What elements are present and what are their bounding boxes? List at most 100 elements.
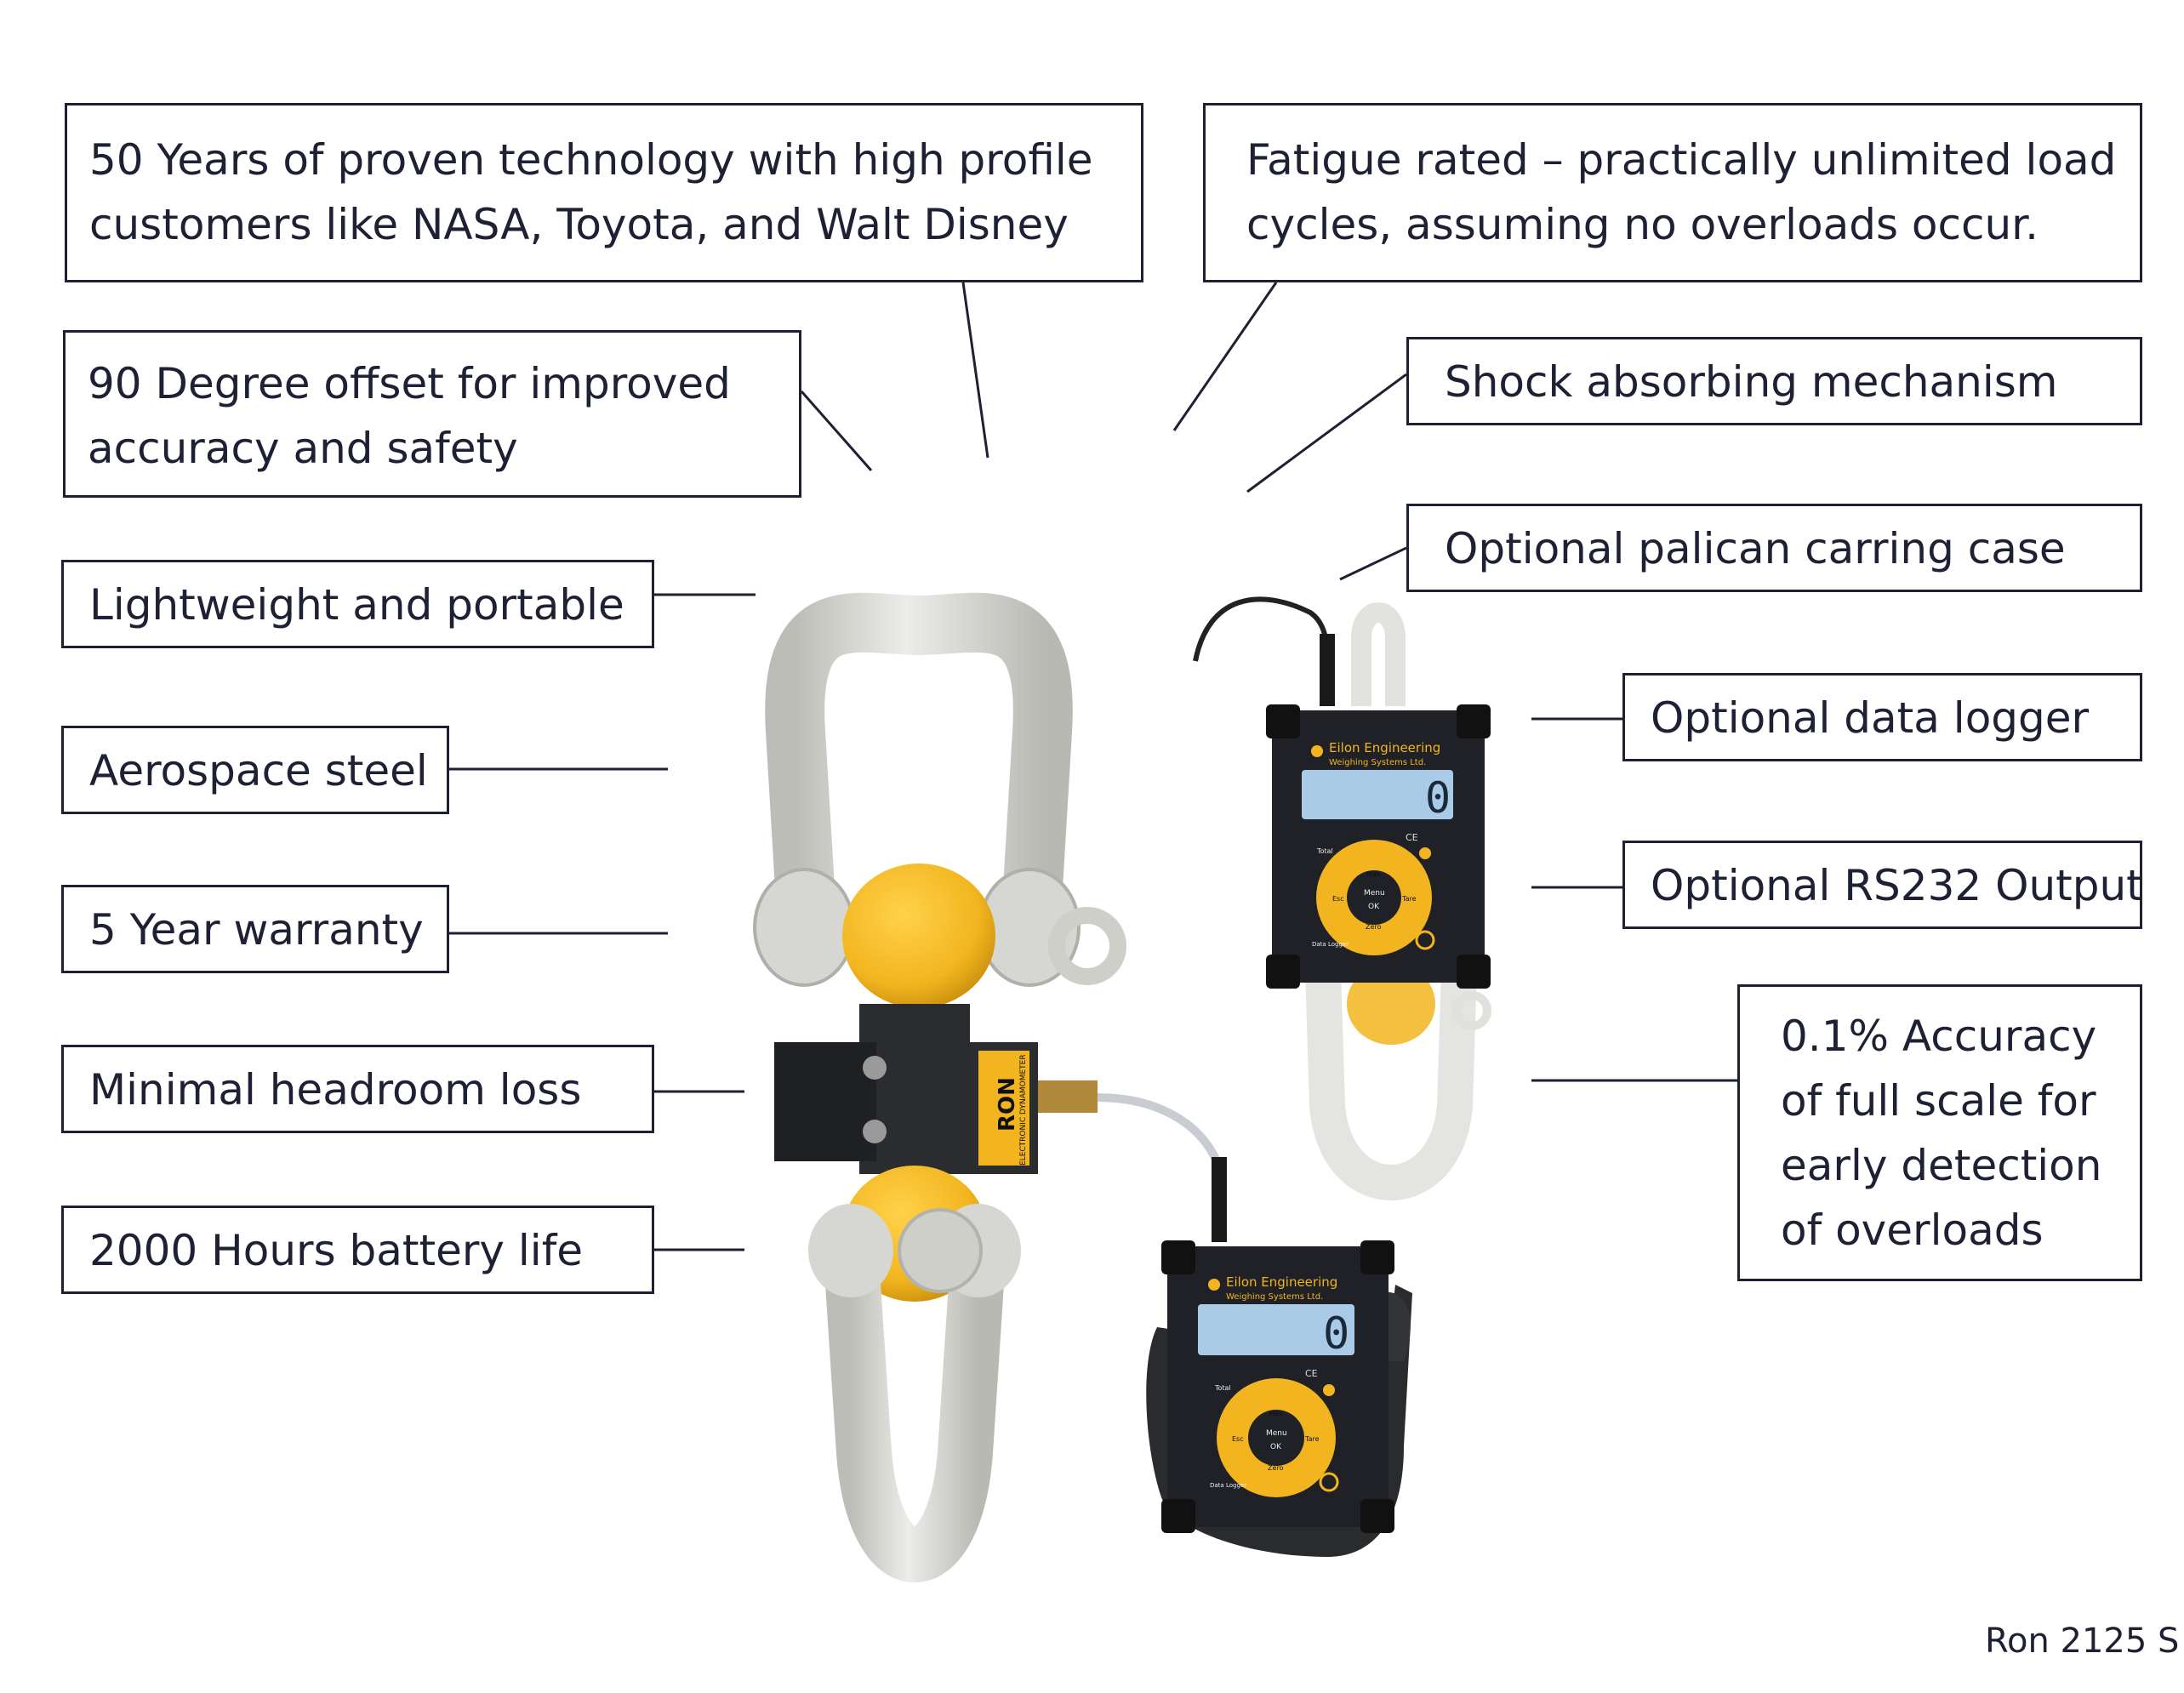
lower-lcd xyxy=(1198,1304,1354,1355)
clamp-screw-1 xyxy=(863,1056,887,1080)
callout-offset-line-1: 90 Degree offset for improved xyxy=(88,359,731,408)
callout-logger: Optional data logger xyxy=(1622,673,2142,761)
upper-handheld-bumper-tr xyxy=(1457,704,1491,738)
lower-lcd-value: 0 xyxy=(1323,1308,1349,1360)
callout-heritage-line-1: 50 Years of proven technology with high … xyxy=(89,135,1093,185)
upper-handheld-bumper-tl xyxy=(1266,704,1300,738)
lower-key-zero: Zero xyxy=(1268,1464,1284,1472)
callout-lightweight-text: Lightweight and portable xyxy=(89,580,624,630)
lower-keypad-center xyxy=(1248,1410,1304,1466)
callout-headroom: Minimal headroom loss xyxy=(61,1045,654,1133)
lower-ce-mark: CE xyxy=(1305,1368,1318,1379)
lower-brand-logo-icon xyxy=(1208,1279,1220,1291)
upper-power-icon xyxy=(1415,930,1435,950)
load-cell-body xyxy=(859,1004,970,1174)
upper-ce-mark: CE xyxy=(1406,832,1418,843)
upper-keypad-center xyxy=(1347,870,1401,925)
lower-key-ok: OK xyxy=(1270,1443,1282,1451)
upper-key-data-logger: Data Logger xyxy=(1312,941,1349,948)
lower-brand-line-1: Eilon Engineering xyxy=(1226,1274,1337,1290)
upper-key-menu: Menu xyxy=(1364,889,1385,898)
callout-accuracy-line-1: 0.1% Accuracy xyxy=(1781,1012,2097,1061)
leader-shock xyxy=(1246,373,1407,493)
upper-key-esc: Esc xyxy=(1332,895,1344,903)
upper-backlight-icon xyxy=(1419,847,1431,859)
callout-headroom-text: Minimal headroom loss xyxy=(89,1065,582,1114)
lower-backlight-icon xyxy=(1323,1384,1335,1396)
callout-logger-text: Optional data logger xyxy=(1651,693,2090,743)
lower-power-icon xyxy=(1319,1472,1339,1492)
cable-to-handheld xyxy=(1097,1093,1221,1164)
lower-key-tare: Tare xyxy=(1304,1435,1320,1443)
upper-key-total: Total xyxy=(1316,847,1333,855)
lower-brand-line-2: Weighing Systems Ltd. xyxy=(1226,1292,1323,1302)
callout-rs232-text: Optional RS232 Output xyxy=(1651,861,2143,910)
upper-key-zero: Zero xyxy=(1366,923,1382,931)
upper-key-tare: Tare xyxy=(1401,895,1417,903)
callout-offset: 90 Degree offset for improved accuracy a… xyxy=(63,330,801,498)
callout-fatigue-line-1: Fatigue rated – practically unlimited lo… xyxy=(1246,135,2117,185)
leader-offset xyxy=(800,390,873,471)
lower-handheld-bumper-tr xyxy=(1360,1240,1394,1274)
lower-key-menu: Menu xyxy=(1266,1429,1287,1438)
upper-brand-line-2: Weighing Systems Ltd. xyxy=(1329,758,1426,767)
lower-handheld-bumper-tl xyxy=(1161,1240,1195,1274)
dyno-sub-label: ELECTRONIC DYNAMOMETER xyxy=(1019,1054,1028,1166)
callout-fatigue: Fatigue rated – practically unlimited lo… xyxy=(1203,103,2142,282)
lower-key-data-logger: Data Logger xyxy=(1210,1482,1246,1489)
callout-steel: Aerospace steel xyxy=(61,726,449,814)
upper-key-max: Max xyxy=(1366,870,1381,878)
upper-lcd xyxy=(1302,770,1453,819)
handheld-readout-upper: Eilon Engineering Weighing Systems Ltd. … xyxy=(1266,704,1491,989)
lower-key-esc: Esc xyxy=(1232,1435,1244,1443)
callout-battery-text: 2000 Hours battery life xyxy=(89,1226,584,1275)
upper-yellow-ball xyxy=(842,864,995,1008)
rear-shackle-top xyxy=(1351,602,1406,706)
callout-case-text: Optional palican carring case xyxy=(1445,524,2066,573)
lower-cable-boot xyxy=(1212,1157,1227,1242)
connector xyxy=(1038,1080,1098,1113)
callout-lightweight: Lightweight and portable xyxy=(61,560,654,648)
model-label: Ron 2125 S xyxy=(1985,1622,2180,1661)
lower-key-total: Total xyxy=(1214,1384,1231,1392)
callout-warranty: 5 Year warranty xyxy=(61,885,449,973)
leader-fatigue xyxy=(1172,282,1278,431)
callout-accuracy-line-4: of overloads xyxy=(1781,1206,2044,1255)
lower-key-max: Max xyxy=(1269,1410,1283,1417)
lower-handheld-bumper-bl xyxy=(1161,1499,1195,1533)
callout-offset-line-2: accuracy and safety xyxy=(88,424,518,473)
rear-yellow-ball xyxy=(1347,963,1435,1045)
upper-handheld-bumper-br xyxy=(1457,955,1491,989)
callout-battery: 2000 Hours battery life xyxy=(61,1206,654,1294)
callout-heritage: 50 Years of proven technology with high … xyxy=(65,103,1143,282)
load-cell-label xyxy=(978,1051,1029,1166)
callout-shock-text: Shock absorbing mechanism xyxy=(1445,357,2058,407)
leader-heritage xyxy=(961,282,989,459)
rear-unit-cable-boot xyxy=(1320,634,1335,706)
leader-case xyxy=(1339,546,1407,581)
handheld-readout-lower: Eilon Engineering Weighing Systems Ltd. … xyxy=(1146,1157,1412,1557)
dyno-label: RON xyxy=(995,1077,1020,1132)
upper-handheld-bumper-bl xyxy=(1266,955,1300,989)
callout-accuracy-line-2: of full scale for xyxy=(1781,1076,2096,1126)
upper-lcd-value: 0 xyxy=(1425,773,1451,823)
lower-shackle-pin-head xyxy=(898,1208,983,1293)
clamp-screw-2 xyxy=(863,1120,887,1143)
callout-heritage-line-2: customers like NASA, Toyota, and Walt Di… xyxy=(89,200,1069,249)
upper-shackle-pin-eye xyxy=(1048,907,1126,985)
upper-shackle xyxy=(765,592,1073,974)
callout-warranty-text: 5 Year warranty xyxy=(89,905,424,955)
lower-shackle xyxy=(823,1223,1006,1582)
leader-lines xyxy=(449,282,1737,1251)
rear-unit-cable xyxy=(1193,596,1330,662)
load-cell-clamp xyxy=(774,1042,876,1161)
upper-key-ok: OK xyxy=(1368,903,1380,911)
lower-handheld-bumper-br xyxy=(1360,1499,1394,1533)
dynamometer: RON ELECTRONIC DYNAMOMETER xyxy=(753,592,1221,1582)
callout-steel-text: Aerospace steel xyxy=(89,746,428,795)
rear-unit xyxy=(1193,596,1491,1200)
callout-accuracy: 0.1% Accuracy of full scale for early de… xyxy=(1737,984,2142,1281)
callout-shock: Shock absorbing mechanism xyxy=(1406,337,2142,425)
callout-case: Optional palican carring case xyxy=(1406,504,2142,592)
